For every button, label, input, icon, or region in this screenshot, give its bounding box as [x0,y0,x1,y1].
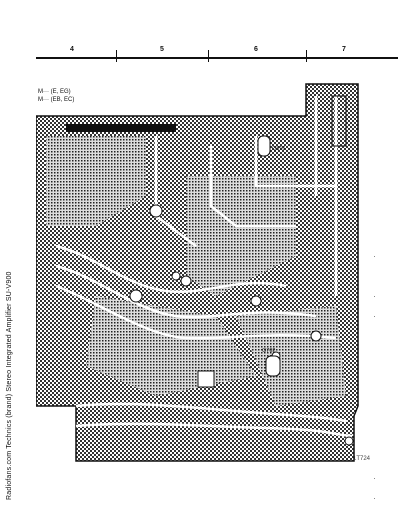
column-label-4: 4 [70,46,74,53]
margin-dot [374,478,375,479]
version-note-1: M··· (E, EG) [38,89,71,95]
ruler-line [36,57,398,59]
column-label-7: 7 [342,46,346,53]
ruler-tick [306,50,307,62]
board-label-q702: Q702 [262,348,275,354]
figure-code: 1T724 [352,456,370,462]
pad-group [129,204,354,446]
transistor-q816 [257,135,271,157]
column-label-6: 6 [254,46,258,53]
ruler-tick [116,50,117,62]
pcb-board: Q816 Q702 [36,83,359,462]
version-notes: M··· (E, EG) M··· (EB, EC) [38,88,74,104]
copper-pour [236,306,346,406]
ruler-tick [208,50,209,62]
connector-right [331,95,347,147]
column-ruler: 4 5 6 7 [36,46,398,64]
margin-dot [374,296,375,297]
trace-group [55,96,353,438]
board-label-q816: Q816 [272,146,285,152]
square-pad [197,370,215,388]
margin-dot [374,256,375,257]
document-caption: Radiofans.com Technics (brand) Stereo In… [6,271,13,500]
copper-pour [186,176,296,296]
connector-strip [66,124,176,132]
margin-dot [374,498,375,499]
margin-dot [374,316,375,317]
transistor-q702 [265,355,281,377]
copper-pour [46,136,146,226]
column-label-5: 5 [160,46,164,53]
version-note-2: M··· (EB, EC) [38,97,75,103]
